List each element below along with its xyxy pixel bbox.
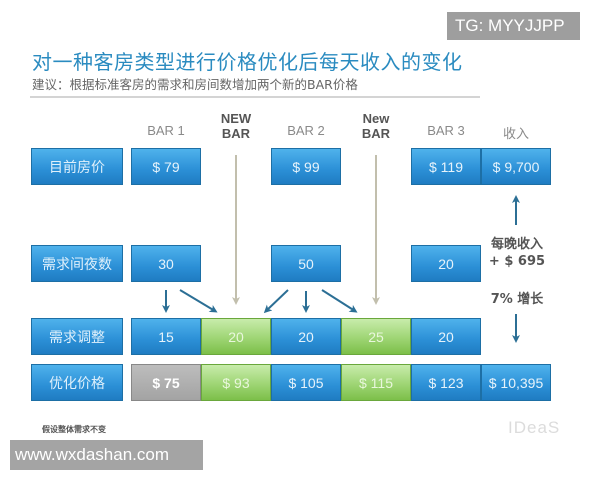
revenue-note-line2: + $ 695 — [488, 254, 546, 269]
column-header-bar1: BAR 1 — [147, 123, 185, 138]
row-label-demand-adjust: 需求调整 — [31, 318, 123, 355]
column-header-bar2: BAR 2 — [287, 123, 325, 138]
cell-demand-adjust-bar3: 20 — [411, 318, 481, 355]
new-bar-2-connector-line — [375, 155, 377, 298]
cell-demand-nights-bar2: 50 — [271, 245, 341, 282]
cell-current-price-bar3: $ 119 — [411, 148, 481, 185]
new-bar-1-connector-line — [235, 155, 237, 298]
revenue-increase-note: 每晚收入 + $ 695 — [486, 236, 548, 270]
cell-demand-nights-bar3: 20 — [411, 245, 481, 282]
column-header-revenue: 收入 — [502, 126, 529, 141]
column-header-bar3: BAR 3 — [427, 123, 465, 138]
column-header-line: NEW — [220, 111, 252, 126]
cell-current-price-bar2: $ 99 — [271, 148, 341, 185]
row-label-current-price: 目前房价 — [31, 148, 123, 185]
row-label-demand-nights: 需求间夜数 — [31, 245, 123, 282]
column-header-line: BAR — [361, 126, 391, 141]
row-label-optimized-price: 优化价格 — [31, 364, 123, 401]
watermark-top: TG: MYYJJPP — [447, 12, 580, 40]
title-divider — [30, 96, 480, 98]
cell-optimized-price-bar2: $ 105 — [271, 364, 341, 401]
cell-demand-nights-bar1: 30 — [131, 245, 201, 282]
cell-demand-adjust-bar2: 20 — [271, 318, 341, 355]
cell-optimized-price-new-bar-1: $ 93 — [201, 364, 271, 401]
cell-optimized-price-bar3: $ 123 — [411, 364, 481, 401]
column-header-new-bar-1: NEW BAR — [201, 111, 271, 141]
page-title: 对一种客房类型进行价格优化后每天收入的变化 — [32, 50, 463, 74]
cell-optimized-price-bar1: $ 75 — [131, 364, 201, 401]
column-header-new-bar-2: New BAR — [341, 111, 411, 141]
column-header-line: BAR — [221, 126, 251, 141]
watermark-bottom: www.wxdashan.com — [10, 440, 203, 470]
revenue-note-line1: 每晚收入 — [490, 237, 543, 252]
ideas-logo: IDeaS — [508, 418, 561, 437]
column-header-line: New — [362, 111, 390, 126]
cell-optimized-price-new-bar-2: $ 115 — [341, 364, 411, 401]
cell-current-price-bar1: $ 79 — [131, 148, 201, 185]
page-subtitle: 建议：根据标准客房的需求和房间数增加两个新的BAR价格 — [32, 77, 358, 92]
cell-optimized-revenue: $ 10,395 — [481, 364, 551, 401]
cell-demand-adjust-new-bar-2: 25 — [341, 318, 411, 355]
cell-demand-adjust-new-bar-1: 20 — [201, 318, 271, 355]
footnote: 假设整体需求不变 — [42, 425, 106, 434]
revenue-growth-note: 7% 增长 — [490, 292, 544, 307]
cell-demand-adjust-bar1: 15 — [131, 318, 201, 355]
cell-current-revenue: $ 9,700 — [481, 148, 551, 185]
